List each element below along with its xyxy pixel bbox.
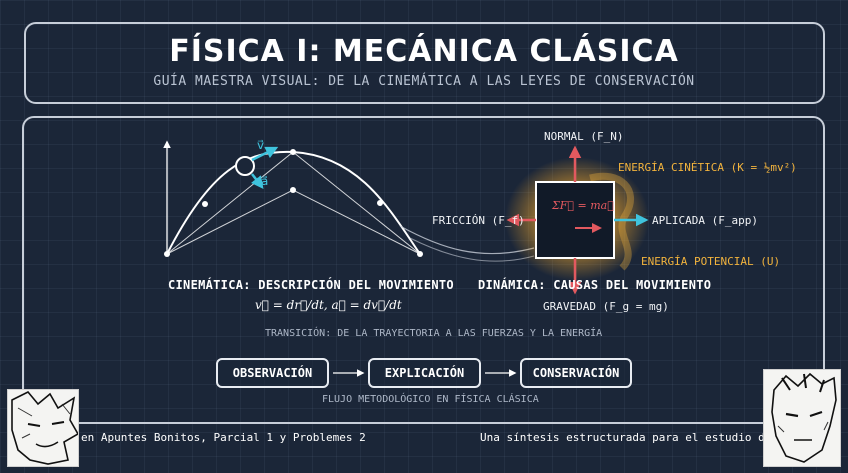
force-box	[535, 181, 615, 259]
kinematics-formula: v⃗ = dr⃗/dt, a⃗ = dv⃗/dt	[255, 298, 402, 312]
trajectory-point	[377, 200, 383, 206]
kinematics-heading: CINEMÁTICA: DESCRIPCIÓN DEL MOVIMIENTO	[168, 278, 454, 292]
kinetic-energy-label: ENERGÍA CINÉTICA (K = ½mv²)	[618, 161, 797, 174]
flow-step-observacion: OBSERVACIÓN	[216, 358, 329, 388]
manga-character-image-right	[763, 369, 841, 467]
main-panel	[22, 116, 825, 424]
normal-force-label: NORMAL (F_N)	[544, 130, 624, 143]
trajectory-point	[417, 251, 423, 257]
accel-vector	[250, 173, 264, 189]
transition-note: TRANSICIÓN: DE LA TRAYECTORIA A LAS FUER…	[265, 328, 603, 339]
accel-label: a⃗	[261, 174, 269, 188]
footer-right: Una síntesis estructurada para el estudi…	[480, 431, 798, 444]
velocity-vector	[251, 146, 279, 162]
particle	[235, 156, 255, 176]
potential-energy-label: ENERGÍA POTENCIAL (U)	[641, 255, 781, 268]
trajectory-point	[290, 187, 296, 193]
gravity-force-label: GRAVEDAD (F_g = mg)	[543, 300, 669, 313]
trajectory-point	[290, 149, 296, 155]
trajectory-point	[164, 251, 170, 257]
friction-force-label: FRICCIÓN (F_f)	[432, 214, 525, 227]
flow-caption: FLUJO METODOLÓGICO EN FÍSICA CLÁSICA	[322, 394, 539, 405]
footer-left: en Apuntes Bonitos, Parcial 1 y Probleme…	[81, 431, 366, 444]
title-panel	[24, 22, 825, 104]
newton-law: ΣF⃗ = ma⃗	[552, 199, 614, 212]
flow-step-explicacion: EXPLICACIÓN	[368, 358, 481, 388]
trajectory-point	[202, 201, 208, 207]
page-title: FÍSICA I: MECÁNICA CLÁSICA	[169, 34, 679, 69]
page-subtitle: GUÍA MAESTRA VISUAL: DE LA CINEMÁTICA A …	[153, 74, 695, 89]
flow-step-conservacion: CONSERVACIÓN	[520, 358, 632, 388]
dynamics-heading: DINÁMICA: CAUSAS DEL MOVIMIENTO	[478, 278, 712, 292]
applied-force-label: APLICADA (F_app)	[652, 214, 758, 227]
velocity-label: v⃗	[257, 138, 265, 152]
manga-character-image-left	[7, 389, 79, 467]
